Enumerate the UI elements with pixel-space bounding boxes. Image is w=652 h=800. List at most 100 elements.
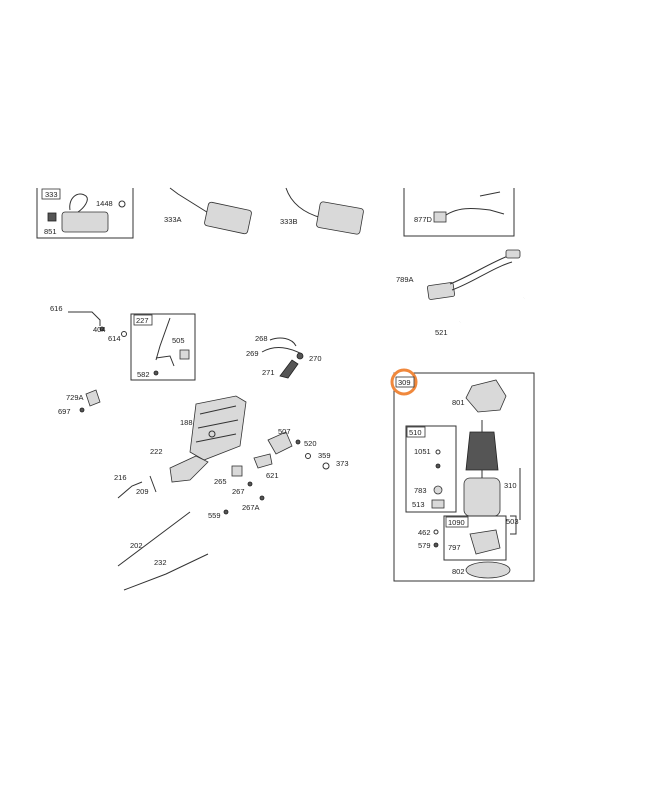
label-789a: 789A — [396, 275, 414, 284]
group-265-267: 265 267 267A 559 — [208, 465, 265, 520]
label-359: 359 — [318, 451, 331, 460]
label-333: 333 — [45, 190, 58, 199]
group-333-tag — [41, 188, 61, 200]
group-333: 333 1448 851 — [36, 188, 134, 239]
lever-foot — [155, 355, 175, 367]
group-227-box — [130, 313, 196, 381]
group-309-tag — [395, 376, 415, 388]
bracket-hole — [208, 430, 216, 438]
group-877d: 877D — [403, 188, 515, 237]
spring-209 — [149, 475, 157, 493]
link-202 — [117, 511, 191, 567]
label-270: 270 — [309, 354, 322, 363]
label-1448: 1448 — [96, 199, 113, 208]
label-729a: 729A — [66, 393, 84, 402]
label-404: 404 — [93, 325, 106, 334]
label-188: 188 — [180, 418, 193, 427]
label-521: 521 — [435, 328, 448, 337]
part-507 — [267, 431, 293, 455]
motor-housing — [463, 477, 501, 517]
lever-227 — [155, 317, 171, 361]
coil-lead — [69, 193, 88, 213]
group-521: 521 — [435, 296, 525, 337]
group-1090-tag — [445, 516, 469, 528]
label-616: 616 — [50, 304, 63, 313]
pin-520 — [295, 439, 301, 445]
rod-616 — [68, 311, 101, 326]
group-268: 268 269 270 271 — [246, 334, 322, 379]
end-cap-801 — [465, 379, 507, 413]
label-265: 265 — [214, 477, 227, 486]
pin-404 — [99, 326, 105, 332]
group-333-box — [36, 188, 134, 239]
group-877d-box — [403, 188, 515, 237]
clip-729a — [85, 389, 101, 407]
label-783: 783 — [414, 486, 427, 495]
label-267: 267 — [232, 487, 245, 496]
group-507: 507 520 359 373 621 — [253, 427, 349, 480]
label-1051: 1051 — [414, 447, 431, 456]
group-1090-box — [443, 515, 507, 561]
group-510-tag — [406, 426, 426, 438]
harness-wire — [441, 207, 505, 219]
group-729a: 729A 697 — [58, 389, 101, 416]
plug-wire — [169, 187, 211, 215]
label-1090: 1090 — [448, 518, 465, 527]
washer-614 — [121, 331, 127, 337]
link-216 — [117, 481, 143, 499]
label-614: 614 — [108, 334, 121, 343]
group-333a: 333A — [164, 187, 252, 235]
label-202: 202 — [130, 541, 143, 550]
washer-359 — [305, 453, 311, 459]
plug-wire-b — [285, 187, 323, 219]
label-216: 216 — [114, 473, 127, 482]
label-802: 802 — [452, 567, 465, 576]
washer-1051 — [435, 449, 441, 455]
washer-b — [435, 463, 441, 469]
spring-268 — [269, 337, 297, 347]
harness-connector — [427, 282, 455, 300]
nut-373 — [322, 462, 330, 470]
label-268: 268 — [255, 334, 268, 343]
label-333a: 333A — [164, 215, 182, 224]
screw-462 — [433, 529, 439, 535]
screw-582 — [153, 370, 159, 376]
group-510-box — [405, 425, 457, 513]
end-plate-802 — [465, 561, 511, 579]
group-616: 616 404 614 — [50, 304, 127, 343]
nut-505 — [179, 349, 190, 360]
label-209: 209 — [136, 487, 149, 496]
label-503: 503 — [506, 517, 519, 526]
label-797: 797 — [448, 543, 461, 552]
label-579: 579 — [418, 541, 431, 550]
washer — [118, 200, 126, 208]
label-697: 697 — [58, 407, 71, 416]
harness-plug — [433, 211, 447, 223]
ignition-coil — [61, 211, 109, 233]
clip — [47, 212, 57, 222]
label-462: 462 — [418, 528, 431, 537]
group-309-box — [393, 372, 535, 582]
harness-end — [505, 249, 521, 259]
governor-lever — [279, 359, 299, 379]
label-513: 513 — [412, 500, 425, 509]
group-227-tag — [133, 314, 153, 326]
label-582: 582 — [137, 370, 150, 379]
harness-wire-b — [451, 261, 513, 291]
ignition-module-a — [204, 201, 252, 235]
group-789a: 789A — [396, 249, 521, 300]
label-227: 227 — [136, 316, 149, 325]
label-877d: 877D — [414, 215, 433, 224]
tube — [459, 296, 525, 324]
connector-top — [479, 191, 501, 197]
part-621 — [253, 453, 273, 469]
bracket-arm — [169, 455, 209, 483]
gear-783 — [433, 485, 443, 495]
screw-267 — [247, 481, 253, 487]
part-265 — [231, 465, 243, 477]
screw-697 — [79, 407, 85, 413]
control-bracket: 188 222 — [150, 395, 247, 483]
group-216-209: 216 209 — [114, 473, 157, 499]
screw-579 — [433, 542, 439, 548]
group-333b: 333B — [280, 187, 364, 235]
